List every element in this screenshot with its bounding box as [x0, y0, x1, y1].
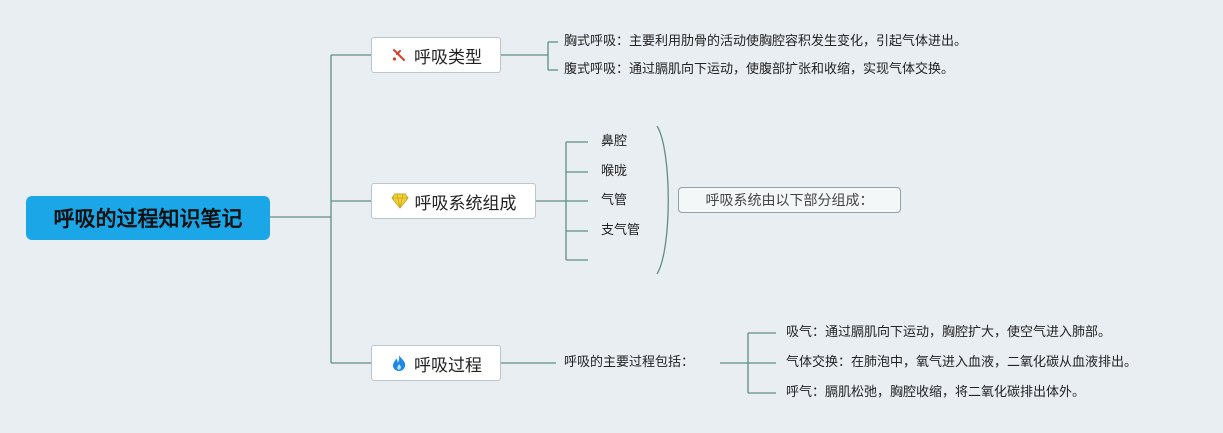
- flame-icon: [390, 354, 408, 372]
- list-item[interactable]: 鼻腔: [601, 134, 628, 149]
- topic-label: 呼吸系统组成: [414, 193, 517, 214]
- root-topic[interactable]: 呼吸的过程知识笔记: [26, 196, 270, 240]
- list-item[interactable]: 气管: [601, 193, 628, 208]
- diamond-icon: [390, 192, 409, 210]
- list-item[interactable]: 喉咙: [601, 164, 628, 179]
- root-title: 呼吸的过程知识笔记: [53, 207, 243, 231]
- summary-box[interactable]: 呼吸系统由以下部分组成：: [678, 187, 901, 213]
- list-item[interactable]: 腹式呼吸：通过膈肌向下运动，使腹部扩张和收缩，实现气体交换。: [564, 62, 955, 77]
- list-item[interactable]: 气体交换：在肺泡中，氧气进入血液，二氧化碳从血液排出。: [786, 355, 1138, 370]
- tools-icon: [390, 46, 408, 64]
- intermediate-node[interactable]: 呼吸的主要过程包括：: [564, 355, 695, 370]
- list-item[interactable]: 呼气：膈肌松弛，胸腔收缩，将二氧化碳排出体外。: [786, 385, 1086, 400]
- list-item[interactable]: 支气管: [601, 223, 641, 238]
- topic-breathing-process[interactable]: 呼吸过程: [371, 345, 501, 381]
- summary-text: 呼吸系统由以下部分组成：: [705, 193, 874, 209]
- topic-label: 呼吸过程: [414, 355, 482, 376]
- summary-brace: [656, 125, 669, 275]
- topic-breathing-types[interactable]: 呼吸类型: [371, 37, 501, 73]
- topic-respiratory-system[interactable]: 呼吸系统组成: [371, 183, 536, 219]
- list-item[interactable]: 胸式呼吸：主要利用肋骨的活动使胸腔容积发生变化，引起气体进出。: [564, 34, 968, 49]
- list-item[interactable]: 吸气：通过膈肌向下运动，胸腔扩大，使空气进入肺部。: [786, 325, 1112, 340]
- topic-label: 呼吸类型: [414, 47, 482, 68]
